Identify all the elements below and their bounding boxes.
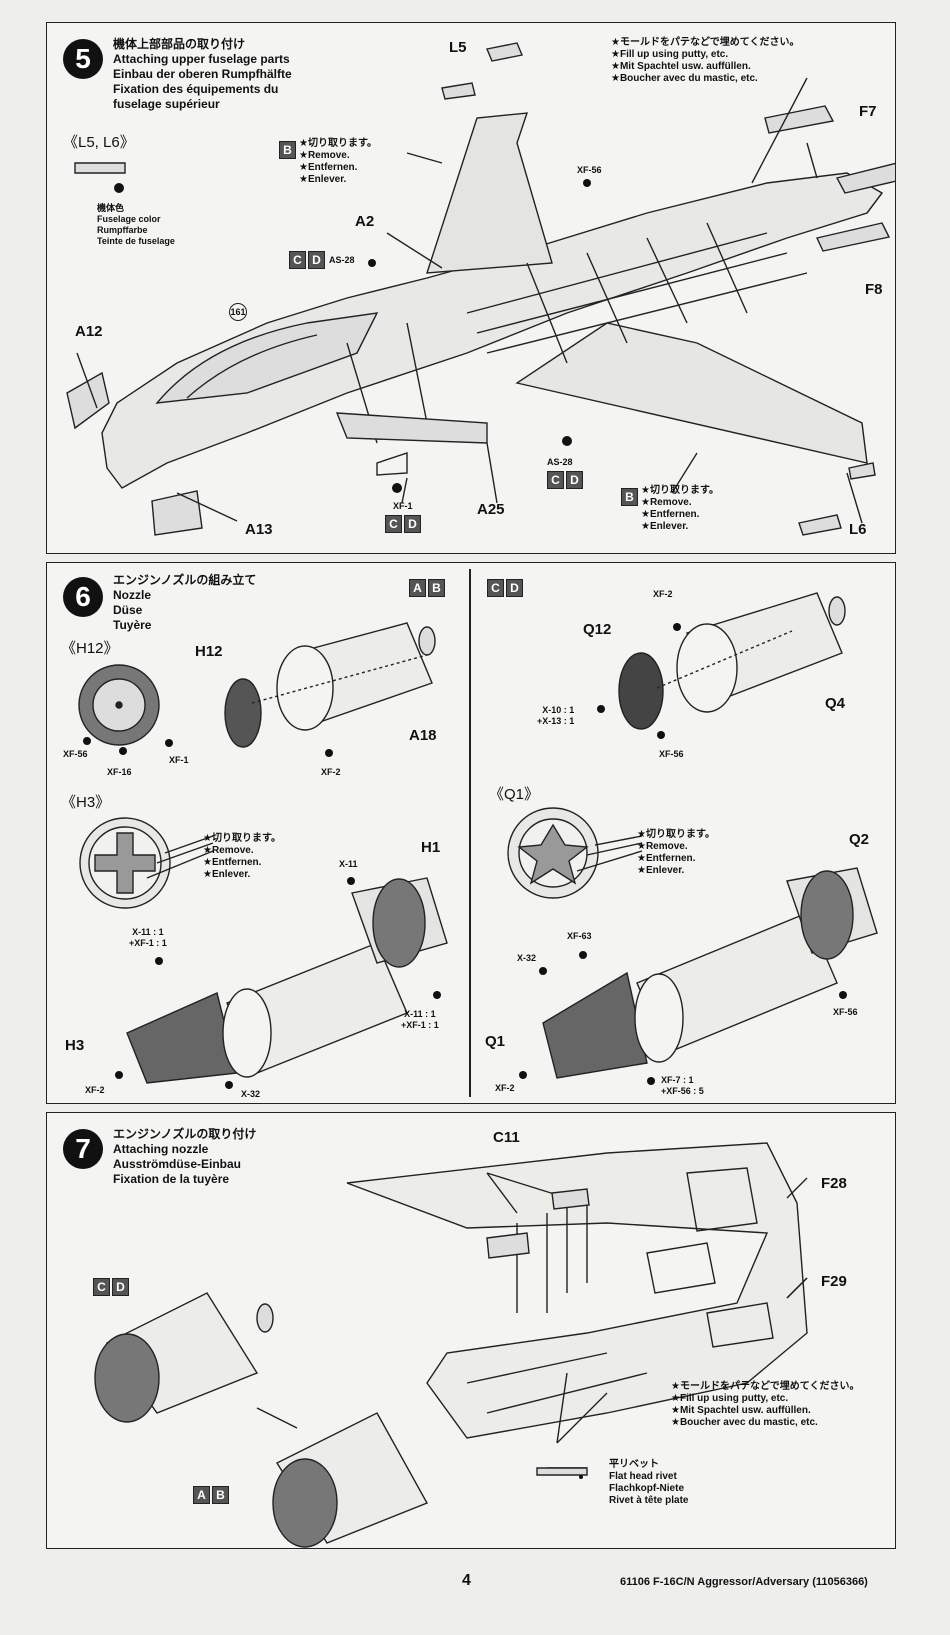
title-de: Einbau der oberen Rumpfhälfte xyxy=(113,67,292,81)
paint-xf1: XF-1 xyxy=(393,501,413,511)
paint-x32-a: X-32 xyxy=(241,1089,261,1099)
part-f7: F7 xyxy=(859,103,877,120)
step-6-divider xyxy=(469,569,471,1097)
remove-note-2: ★切り取ります。★Remove.★Entfernen.★Enlever. xyxy=(637,829,715,876)
paint-xf56-b: XF-56 xyxy=(659,749,684,759)
part-h3: H3 xyxy=(65,1037,85,1054)
part-f29: F29 xyxy=(821,1273,847,1290)
part-q2: Q2 xyxy=(849,831,870,848)
paint-xf16: XF-16 xyxy=(107,767,132,777)
paint-x32-b: X-32 xyxy=(517,953,537,963)
sub-heading-q1: 《Q1》 xyxy=(489,786,540,803)
sub-heading-l5-l6: 《L5, L6》 xyxy=(63,134,135,151)
paint-xf1: XF-1 xyxy=(169,755,189,765)
remove-note: ★切り取ります。★Remove.★Entfernen.★Enlever. xyxy=(203,833,281,880)
paint-x11-xf1-a: X-11 : 1+XF-1 : 1 xyxy=(129,927,167,948)
part-h12: H12 xyxy=(195,643,223,660)
paint-xf2-b: XF-2 xyxy=(85,1085,105,1095)
paint-xf2-a: XF-2 xyxy=(321,767,341,777)
paint-xf63: XF-63 xyxy=(567,931,592,941)
paint-as28-b: AS-28 xyxy=(547,457,573,467)
paint-x11: X-11 xyxy=(339,859,358,869)
title-ja: 機体上部部品の取り付け xyxy=(113,37,246,51)
part-l5: L5 xyxy=(449,39,467,56)
paint-x11-xf1-b: X-11 : 1+XF-1 : 1 xyxy=(401,1009,439,1030)
nozzle-drawings xyxy=(78,592,878,1089)
paint-x10-x13: X-10 : 1+X-13 : 1 xyxy=(537,705,575,726)
remove-note: ★切り取ります。★Remove.★Entfernen.★Enlever. xyxy=(299,138,377,185)
sub-heading-h12: 《H12》 xyxy=(61,640,119,657)
title-fr2: fuselage supérieur xyxy=(113,97,220,111)
ref-step-161: 161 xyxy=(229,303,247,321)
part-a13: A13 xyxy=(245,521,273,538)
part-q4: Q4 xyxy=(825,695,846,712)
part-a18: A18 xyxy=(409,727,437,744)
paint-xf2-d: XF-2 xyxy=(495,1083,515,1093)
putty-note: ★モールドをパテなどで埋めてください。★Fill up using putty,… xyxy=(671,1381,860,1428)
page-number: 4 xyxy=(462,1572,471,1589)
step-5-panel: 5 機体上部部品の取り付け Attaching upper fuselage p… xyxy=(46,22,896,554)
part-a25: A25 xyxy=(477,501,505,518)
paint-xf7-xf56: XF-7 : 1+XF-56 : 5 xyxy=(661,1075,704,1096)
paint-xf56-a: XF-56 xyxy=(63,749,88,759)
step-number: 5 xyxy=(63,39,103,79)
badge-b: B xyxy=(279,141,296,159)
step-number: 7 xyxy=(63,1129,103,1169)
remove-note-2: ★切り取ります。★Remove.★Entfernen.★Enlever. xyxy=(641,485,719,532)
badge-b-2: B xyxy=(621,488,638,506)
title-fr: Fixation des équipements du xyxy=(113,82,279,96)
part-a12: A12 xyxy=(75,323,103,340)
step-number: 6 xyxy=(63,577,103,617)
part-h1: H1 xyxy=(421,839,441,856)
nozzle-attach-drawing xyxy=(94,1142,808,1548)
putty-note: ★モールドをパテなどで埋めてください。★Fill up using putty,… xyxy=(611,37,800,84)
step-title: 機体上部部品の取り付け Attaching upper fuselage par… xyxy=(113,37,292,112)
part-f8: F8 xyxy=(865,281,883,298)
part-q12: Q12 xyxy=(583,621,612,638)
sub-heading-h3: 《H3》 xyxy=(61,794,111,811)
part-a2: A2 xyxy=(355,213,375,230)
paint-xf2-c: XF-2 xyxy=(653,589,673,599)
part-q1: Q1 xyxy=(485,1033,506,1050)
paint-xf56-c: XF-56 xyxy=(833,1007,858,1017)
paint-xf56: XF-56 xyxy=(577,165,602,175)
title-en: Attaching upper fuselage parts xyxy=(113,52,290,66)
product-code: 61106 F-16C/N Aggressor/Adversary (11056… xyxy=(620,1576,868,1588)
part-f28: F28 xyxy=(821,1175,847,1192)
part-l6: L6 xyxy=(849,521,867,538)
fuselage-drawing xyxy=(66,42,895,536)
part-c11: C11 xyxy=(493,1129,520,1146)
paint-as28-a: AS-28 xyxy=(329,255,355,265)
